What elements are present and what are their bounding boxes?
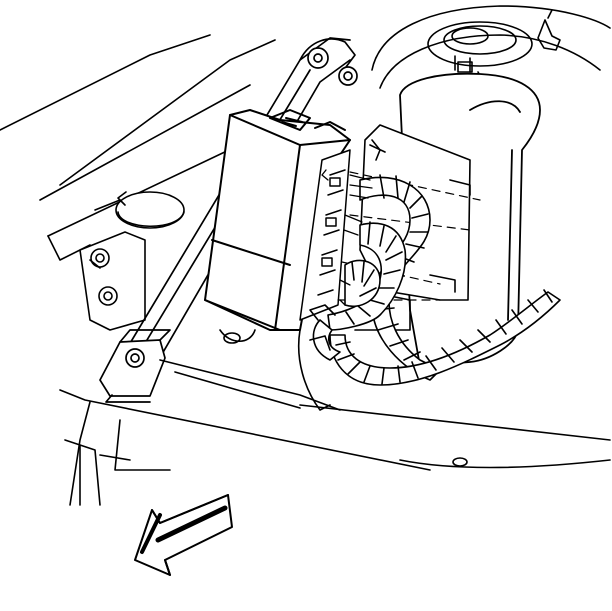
fuse-relay-box bbox=[204, 109, 351, 331]
direction-arrow-icon bbox=[134, 494, 233, 576]
floor-panel bbox=[59, 329, 611, 506]
wiring-harness bbox=[297, 174, 561, 411]
reservoir-cap bbox=[115, 191, 185, 229]
connector-face bbox=[299, 149, 351, 321]
lower-bracket bbox=[99, 329, 171, 403]
left-bracket bbox=[79, 231, 146, 331]
connector-wires bbox=[321, 169, 373, 306]
